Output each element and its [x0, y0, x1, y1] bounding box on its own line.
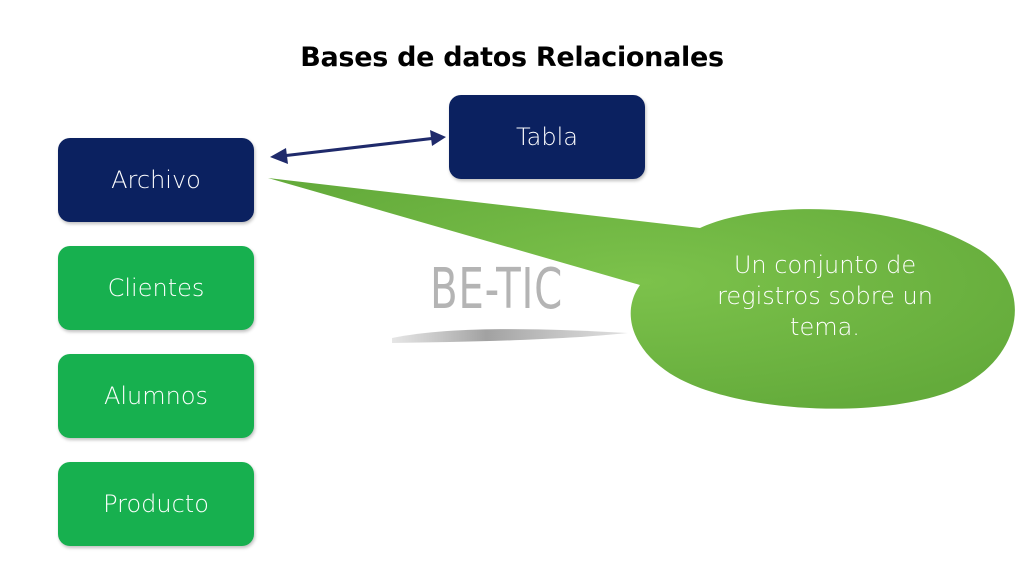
tabla-label: Tabla: [515, 123, 578, 151]
watermark-underline: [392, 329, 628, 343]
clientes-box: Clientes: [58, 246, 254, 330]
producto-label: Producto: [103, 490, 209, 518]
slide-title: Bases de datos Relacionales: [300, 42, 724, 73]
archivo-box: Archivo: [58, 138, 254, 222]
tabla-box: Tabla: [449, 95, 645, 179]
alumnos-label: Alumnos: [103, 382, 209, 410]
alumnos-box: Alumnos: [58, 354, 254, 438]
double-arrow-line: [281, 136, 437, 158]
arrowhead-right: [430, 130, 446, 146]
callout-text: Un conjunto de registros sobre un tema.: [717, 251, 933, 341]
watermark-text: BE-TIC: [430, 257, 563, 322]
clientes-label: Clientes: [107, 274, 205, 302]
archivo-label: Archivo: [111, 166, 201, 194]
arrowhead-left: [270, 148, 288, 164]
producto-box: Producto: [58, 462, 254, 546]
